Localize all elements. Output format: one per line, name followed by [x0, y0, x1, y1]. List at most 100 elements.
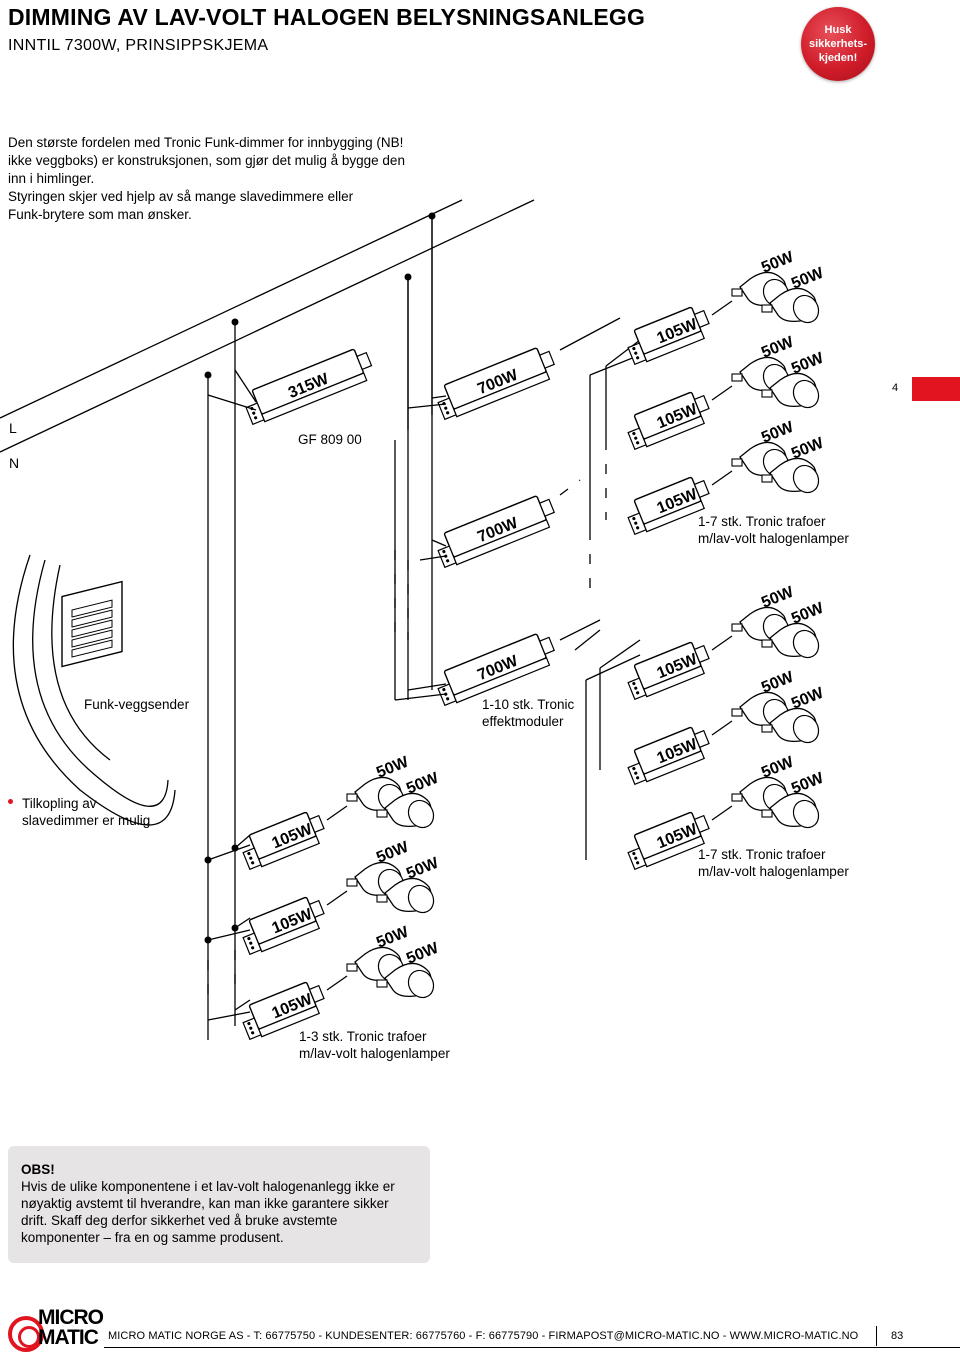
logo-ring-icon: [8, 1316, 44, 1352]
halogen-lamp: 50W: [376, 769, 442, 829]
transformer: 105W: [627, 391, 710, 451]
lamp-socket: [731, 288, 743, 297]
terminal-right: [538, 350, 556, 369]
lamp-lens: [792, 294, 820, 324]
wire: [711, 470, 733, 486]
screw-dot: [636, 861, 640, 865]
notice-line: drift. Skaff deg derfor sikkerhet ved å …: [21, 1213, 338, 1228]
screw-dot: [251, 1031, 255, 1035]
wire: [394, 693, 447, 701]
lamp-socket: [731, 458, 743, 467]
wire: [407, 403, 447, 409]
screw-dot: [249, 941, 253, 945]
notice-line: nøyaktig avstemt til hverandre, kan man …: [21, 1196, 389, 1211]
signal-ring-icon: [12, 554, 176, 826]
wire: [711, 635, 733, 651]
screw-dot: [634, 771, 638, 775]
lamp-rating: 50W: [789, 349, 827, 377]
label-line: slavedimmer er mulig: [22, 813, 151, 828]
lamp-socket: [731, 708, 743, 717]
lamp-socket: [761, 809, 773, 818]
wire: [599, 639, 641, 669]
terminal-right: [356, 351, 373, 371]
lamp-rating: 50W: [759, 418, 797, 446]
label-line: 1-3 stk. Tronic trafoer: [299, 1029, 427, 1044]
lamp-socket: [761, 639, 773, 648]
terminal-right: [693, 644, 710, 664]
junction-dot: [231, 844, 239, 852]
lamp-lens: [792, 714, 820, 744]
power-module: 700W: [437, 495, 556, 569]
screw-dot: [632, 851, 636, 856]
screw-dot: [249, 856, 253, 860]
switch-rocker: [71, 619, 113, 638]
lamp-rating: 50W: [374, 753, 412, 781]
screw-dot: [249, 1026, 253, 1030]
transformer: 105W: [627, 811, 710, 871]
notice-line: Hvis de ulike komponentene i et lav-volt…: [21, 1179, 395, 1194]
wire: [559, 317, 621, 351]
screw-dot: [634, 351, 638, 355]
wire: [559, 479, 581, 496]
wire: [605, 339, 641, 367]
lamp-socket: [731, 373, 743, 382]
intro-line: inn i himlinger.: [8, 171, 95, 186]
trafos-top-label: 1-7 stk. Tronic trafoer m/lav-volt halog…: [698, 513, 849, 547]
label-line: 1-10 stk. Tronic: [482, 697, 575, 712]
lamp-rating: 50W: [759, 583, 797, 611]
wire: [574, 629, 601, 651]
screw-dot: [634, 521, 638, 525]
line-N-label: N: [9, 455, 20, 471]
power-module: 700W: [437, 347, 556, 421]
intro-line: Funk-brytere som man ønsker.: [8, 207, 192, 222]
transformer: 105W: [627, 306, 710, 366]
wire: [234, 999, 251, 1011]
lamp-rating: 50W: [789, 684, 827, 712]
halogen-lamp: 50W: [376, 939, 442, 999]
signal-ring-icon: [32, 559, 169, 807]
notice-heading: OBS!: [21, 1162, 55, 1177]
switch-rocker: [71, 629, 113, 648]
lamp-socket: [376, 894, 388, 903]
wire: [207, 394, 257, 411]
wire: [326, 890, 348, 906]
wire: [207, 929, 251, 941]
lamp-lens: [792, 464, 820, 494]
terminal-right: [308, 814, 325, 834]
label-line: Tilkopling av: [22, 796, 97, 811]
screw-dot: [251, 861, 255, 865]
page-number: 83: [891, 1330, 904, 1342]
junction-dot: [204, 936, 212, 944]
lamp-rating: 50W: [404, 854, 442, 882]
lamp-socket: [761, 724, 773, 733]
transformer: 105W: [627, 476, 710, 536]
screw-dot: [251, 946, 255, 950]
screw-dot: [247, 936, 251, 941]
badge-text: Husk sikkerhets- kjeden!: [808, 24, 868, 64]
lamp-rating: 50W: [759, 333, 797, 361]
label-line: m/lav-volt halogenlamper: [698, 531, 849, 546]
wire: [207, 1011, 251, 1021]
lamp-rating: 50W: [759, 668, 797, 696]
wire: [326, 975, 348, 991]
switch-rocker: [71, 639, 113, 658]
terminal-right: [308, 984, 325, 1004]
wire: [234, 369, 257, 403]
lamp-lens: [792, 799, 820, 829]
screw-dot: [632, 681, 636, 686]
lamp-rating: 50W: [789, 769, 827, 797]
lamp-rating: 50W: [789, 434, 827, 462]
bullet-icon: [8, 799, 13, 804]
screw-dot: [442, 687, 446, 692]
footer-contact: MICRO MATIC NORGE AS - T: 66775750 - KUN…: [108, 1330, 859, 1342]
wire: [407, 683, 447, 691]
logo-word-1: MICRO: [38, 1306, 104, 1329]
screw-dot: [634, 686, 638, 690]
lamp-socket: [346, 963, 358, 972]
screw-dot: [247, 851, 251, 856]
screw-dot: [636, 691, 640, 695]
line-L: [0, 199, 463, 419]
switch-rocker: [71, 609, 113, 628]
lamp-rating: 50W: [789, 599, 827, 627]
chapter-tab: [912, 377, 960, 401]
